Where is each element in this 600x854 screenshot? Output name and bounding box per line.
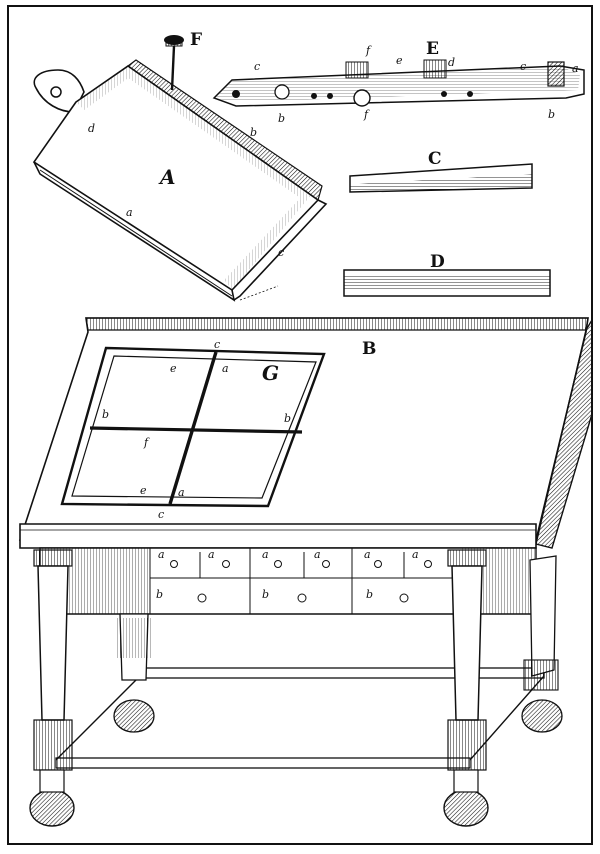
label-frame-f: f	[143, 436, 150, 449]
label-part-d: d	[88, 122, 95, 135]
label-frame-e-top: e	[170, 362, 177, 375]
label-drawer-a-5: a	[364, 548, 371, 561]
part-labels: d b a c c f e d c a b f b c e a b b f e …	[88, 44, 579, 601]
plate-border	[7, 5, 593, 845]
figure-d-bar	[343, 269, 551, 297]
label-rail-f-bottom: f	[363, 108, 370, 121]
label-rail-f-top: f	[365, 44, 372, 57]
label-figure-c: C	[428, 149, 442, 169]
label-part-a: a	[126, 206, 133, 219]
figure-f-pin	[164, 35, 184, 91]
label-part-c: c	[278, 246, 284, 259]
label-rail-e: e	[396, 54, 403, 67]
label-drawer-b-3: b	[366, 588, 373, 601]
label-frame-a-top: a	[222, 362, 229, 375]
label-rail-d: d	[448, 56, 455, 69]
label-rail-c-right: c	[520, 60, 526, 73]
label-drawer-b-1: b	[156, 588, 163, 601]
figure-a-tray	[32, 59, 328, 302]
label-drawer-a-3: a	[262, 548, 269, 561]
label-drawer-a-6: a	[412, 548, 419, 561]
figure-b-table	[18, 317, 593, 827]
label-frame-c-bottom: c	[158, 508, 164, 521]
label-frame-a-bottom: a	[178, 486, 185, 499]
label-figure-a: A	[158, 165, 176, 189]
label-figure-e: E	[426, 39, 439, 59]
label-frame-b-left: b	[102, 408, 109, 421]
label-drawer-a-4: a	[314, 548, 321, 561]
label-figure-b: B	[362, 339, 376, 359]
label-figure-d: D	[430, 252, 445, 272]
label-frame-b-right: b	[284, 412, 291, 425]
label-figure-g: G	[262, 361, 279, 385]
label-rail-b-right: b	[548, 108, 555, 121]
label-frame-c-top: c	[214, 338, 220, 351]
figure-labels: A B C D E F G	[158, 30, 445, 385]
label-figure-f: F	[190, 30, 202, 50]
figure-e-rail	[212, 59, 585, 107]
label-part-b: b	[250, 126, 257, 139]
label-rail-b-left: b	[278, 112, 285, 125]
label-rail-c-left: c	[254, 60, 260, 73]
label-frame-e-bottom: e	[140, 484, 147, 497]
label-drawer-a-1: a	[158, 548, 165, 561]
label-drawer-b-2: b	[262, 588, 269, 601]
label-rail-a: a	[572, 62, 579, 75]
figure-c-wedge	[349, 163, 533, 193]
label-drawer-a-2: a	[208, 548, 215, 561]
